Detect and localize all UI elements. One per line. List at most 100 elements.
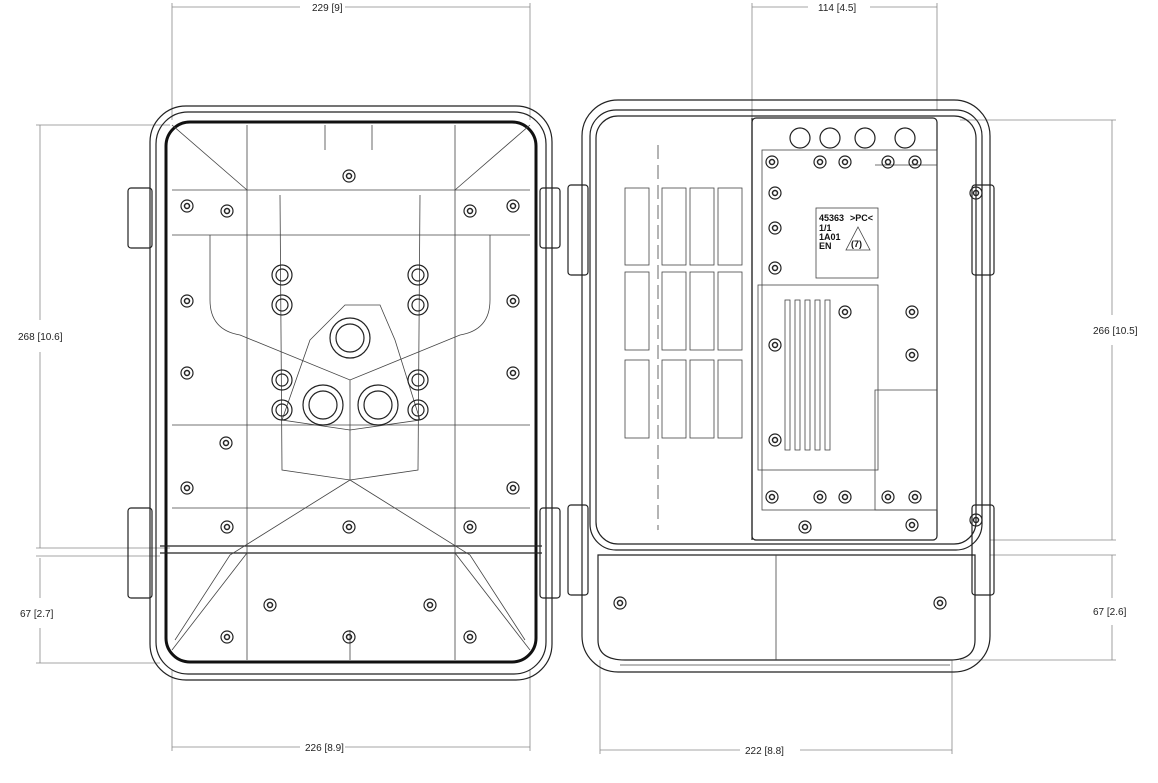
screw-icon	[884, 493, 892, 501]
screw-icon	[908, 155, 922, 169]
screw-icon	[771, 264, 779, 272]
screw-icon	[342, 630, 356, 644]
dimension-door-width-bottom: 226 [8.9]	[171, 670, 531, 754]
din-cutout	[717, 271, 743, 351]
screw-icon	[506, 199, 520, 213]
cable-entry	[308, 390, 338, 420]
din-cutout	[689, 359, 715, 439]
screw-icon	[816, 158, 824, 166]
screw-icon	[972, 189, 980, 197]
din-cutout	[717, 187, 743, 266]
vent-slot	[784, 299, 791, 451]
screw-icon	[771, 224, 779, 232]
dimension-label: 266 [10.5]	[1093, 326, 1138, 337]
screw-icon	[220, 630, 234, 644]
screw-icon	[180, 366, 194, 380]
screw-icon	[506, 294, 520, 308]
knockout	[854, 127, 876, 149]
dimension-label: 222 [8.8]	[745, 746, 784, 757]
screw-icon	[506, 366, 520, 380]
vent-slot	[814, 299, 821, 451]
dimension-label: 114 [4.5]	[818, 3, 856, 14]
dimension-label: 268 [10.6]	[18, 332, 63, 343]
dimension-door-height: 268 [10.6]	[18, 124, 170, 549]
boss	[411, 268, 425, 282]
cable-entry	[335, 323, 365, 353]
screw-icon	[908, 308, 916, 316]
boss	[271, 399, 293, 421]
screw-icon	[180, 294, 194, 308]
screw-icon	[463, 204, 477, 218]
screw-icon	[768, 433, 782, 447]
screw-icon	[768, 493, 776, 501]
screw-icon	[905, 348, 919, 362]
boss	[275, 268, 289, 282]
screw-icon	[345, 523, 353, 531]
screw-icon	[266, 601, 274, 609]
screw-icon	[911, 493, 919, 501]
screw-icon	[765, 490, 779, 504]
din-cutout	[624, 187, 650, 266]
boss	[411, 373, 425, 387]
screw-icon	[509, 202, 517, 210]
cable-entry	[363, 390, 393, 420]
dimension-label: 226 [8.9]	[305, 743, 344, 754]
screw-icon	[222, 439, 230, 447]
screw-icon	[616, 599, 624, 607]
screw-icon	[884, 158, 892, 166]
screw-icon	[463, 520, 477, 534]
recycle-code: (7)	[851, 239, 862, 249]
screw-icon	[905, 305, 919, 319]
screw-icon	[183, 369, 191, 377]
knockout	[894, 127, 916, 149]
boss	[275, 373, 289, 387]
material-code: >PC<	[850, 213, 873, 223]
screw-icon	[506, 481, 520, 495]
boss	[275, 403, 289, 417]
screw-icon	[768, 186, 782, 200]
din-cutout	[661, 359, 687, 439]
screw-icon	[509, 369, 517, 377]
enclosure-base: 45363 >PC< 1/1 1A01 EN (7)	[567, 99, 995, 673]
cable-entry	[357, 384, 399, 426]
screw-icon	[613, 596, 627, 610]
screw-icon	[881, 490, 895, 504]
label-line: EN	[819, 241, 832, 251]
screw-icon	[765, 155, 779, 169]
screw-icon	[969, 186, 983, 200]
screw-icon	[838, 490, 852, 504]
screw-icon	[183, 297, 191, 305]
boss	[271, 294, 293, 316]
din-cutout	[661, 187, 687, 266]
screw-icon	[771, 436, 779, 444]
screw-icon	[263, 598, 277, 612]
dimension-plate-width-top: 114 [4.5]	[751, 3, 938, 118]
screw-icon	[881, 155, 895, 169]
screw-icon	[183, 484, 191, 492]
boss	[407, 264, 429, 286]
screw-icon	[463, 630, 477, 644]
boss	[411, 298, 425, 312]
screw-icon	[345, 633, 353, 641]
boss	[407, 294, 429, 316]
dimension-door-width-top: 229 [9]	[171, 3, 531, 120]
screw-icon	[220, 520, 234, 534]
screw-icon	[466, 633, 474, 641]
screw-icon	[771, 189, 779, 197]
screw-icon	[466, 207, 474, 215]
screw-icon	[908, 490, 922, 504]
din-cutout	[624, 271, 650, 351]
screw-icon	[220, 204, 234, 218]
screw-icon	[466, 523, 474, 531]
screw-icon	[183, 202, 191, 210]
boss	[411, 403, 425, 417]
boss	[407, 369, 429, 391]
screw-icon	[841, 308, 849, 316]
screw-icon	[223, 207, 231, 215]
screw-icon	[905, 518, 919, 532]
screw-icon	[223, 633, 231, 641]
screw-icon	[509, 297, 517, 305]
screw-icon	[768, 261, 782, 275]
dimension-label: 67 [2.6]	[1093, 607, 1127, 618]
